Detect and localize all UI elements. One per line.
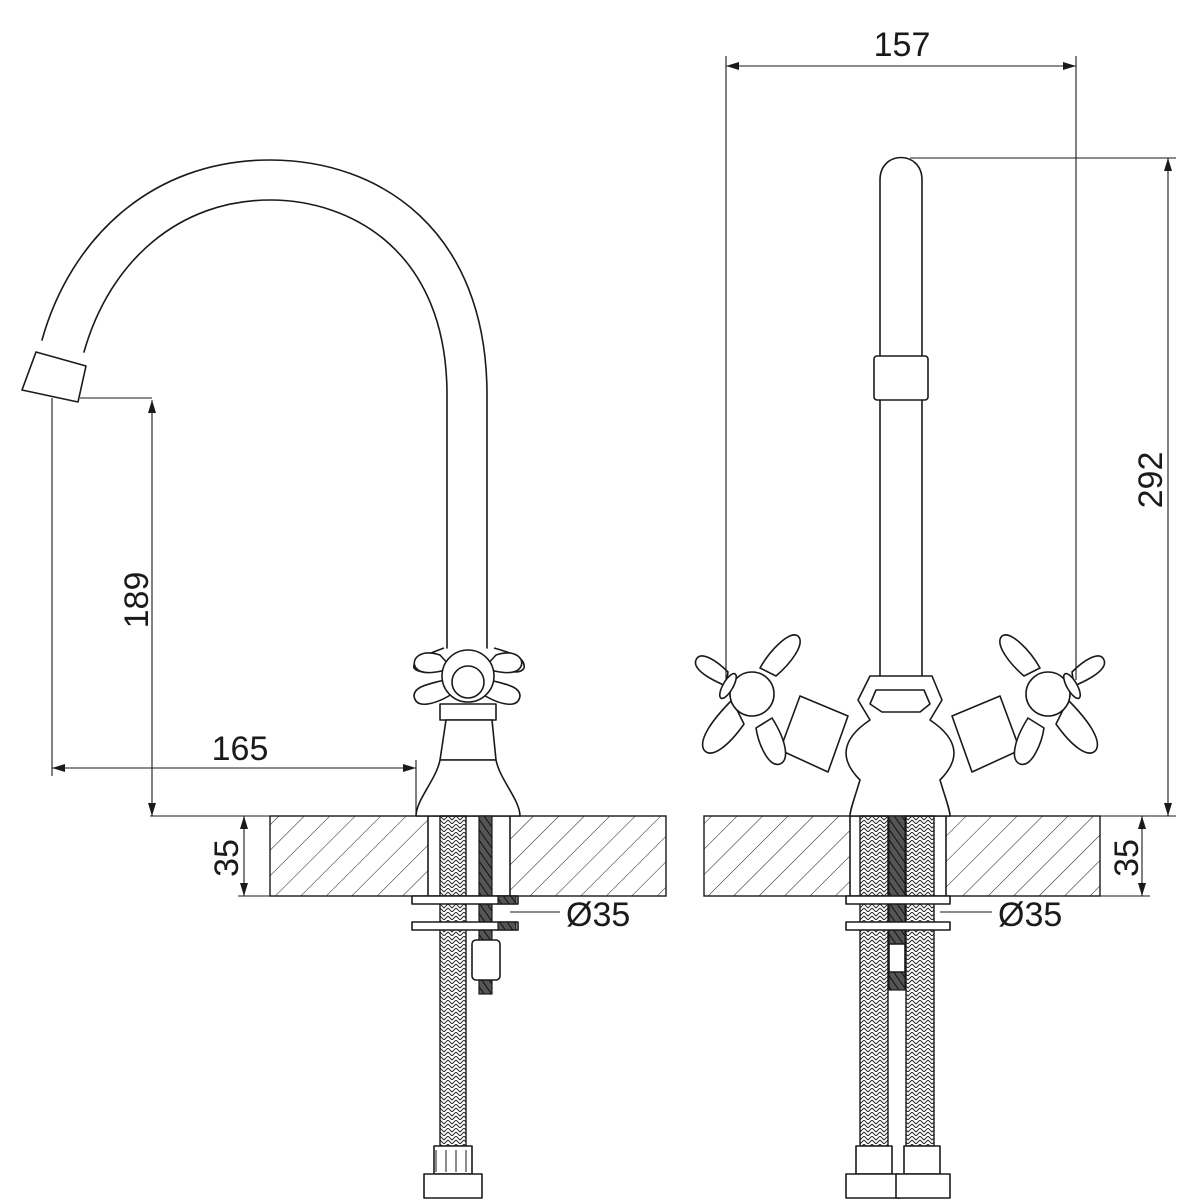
cross-handle-right-b xyxy=(951,634,1106,773)
hose-right-b xyxy=(905,815,935,1147)
dim-counter-thickness-right: 35 xyxy=(1108,839,1146,877)
dim-width: 157 xyxy=(874,26,931,64)
spout-right xyxy=(879,156,923,677)
dim-hole-diameter-left: Ø35 xyxy=(566,896,630,934)
front-view: 157 292 35 Ø35 xyxy=(694,26,1176,1199)
cross-handle-right-a xyxy=(694,634,849,773)
dim-total-height: 292 xyxy=(1132,452,1170,509)
spout-left xyxy=(41,159,488,649)
dim-spout-reach: 165 xyxy=(212,730,269,768)
aerator-left xyxy=(21,351,87,403)
side-view: 189 165 35 Ø35 xyxy=(21,159,667,1199)
dim-hole-diameter-right: Ø35 xyxy=(998,896,1062,934)
cross-handle-left xyxy=(413,647,525,705)
valve-body-left xyxy=(439,703,497,721)
aerator-right xyxy=(873,355,929,401)
dim-spout-height: 189 xyxy=(118,572,156,629)
dim-counter-thickness-left: 35 xyxy=(208,839,246,877)
body-right xyxy=(845,675,955,817)
hose-left-a xyxy=(439,815,467,1147)
hose-right-a xyxy=(859,815,889,1147)
